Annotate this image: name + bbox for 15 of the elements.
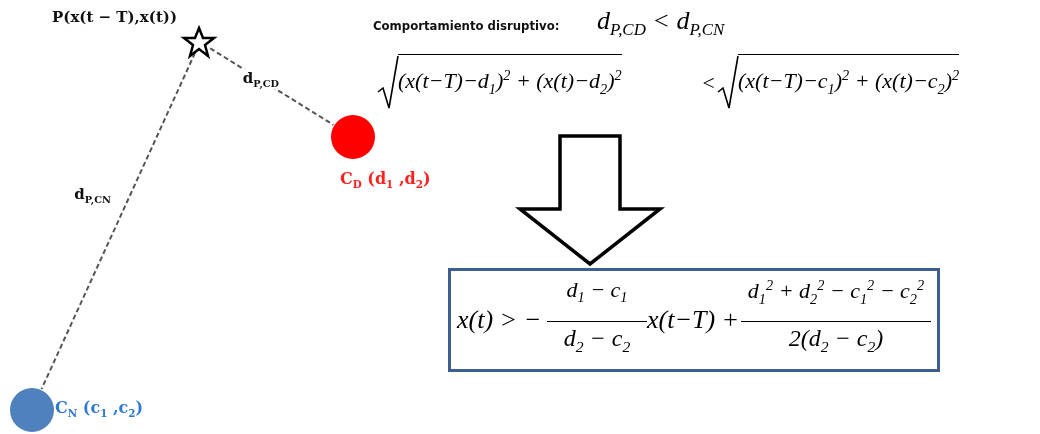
slope-numerator: d$_{1}$ − c$_{1}$: [565, 277, 629, 307]
slope-denominator: d$_{2}$ − c$_{2}$: [562, 325, 632, 356]
inequality-sign: <: [701, 70, 716, 96]
offset-denominator: 2(d$_{2}$ − c$_{2}$): [787, 325, 885, 356]
point-label: P(x(t − T),x(t)): [52, 8, 177, 26]
connector-line: [40, 51, 196, 391]
formula-text: x(t−T) +: [647, 305, 740, 335]
centroid-label: C$_{D}$ (d$_{1}$ ,d$_{2}$): [340, 169, 431, 191]
radicand-text: (x(t−T)−d$_{1}$)$^{2}$ + (x(t)−d$_{2}$)$^{2}$: [398, 54, 622, 98]
centroid-label: C$_{N}$ (c$_{1}$ ,c$_{2}$): [55, 398, 144, 420]
condition-label: Comportamiento disruptivo:: [373, 18, 560, 33]
block-arrow: [514, 134, 666, 267]
result-frame: [448, 268, 940, 372]
formula-text: x(t) > −: [457, 305, 542, 335]
radicand-text: (x(t−T)−c$_{1}$)$^{2}$ + (x(t)−c$_{2}$)$^{2}$: [738, 54, 960, 98]
